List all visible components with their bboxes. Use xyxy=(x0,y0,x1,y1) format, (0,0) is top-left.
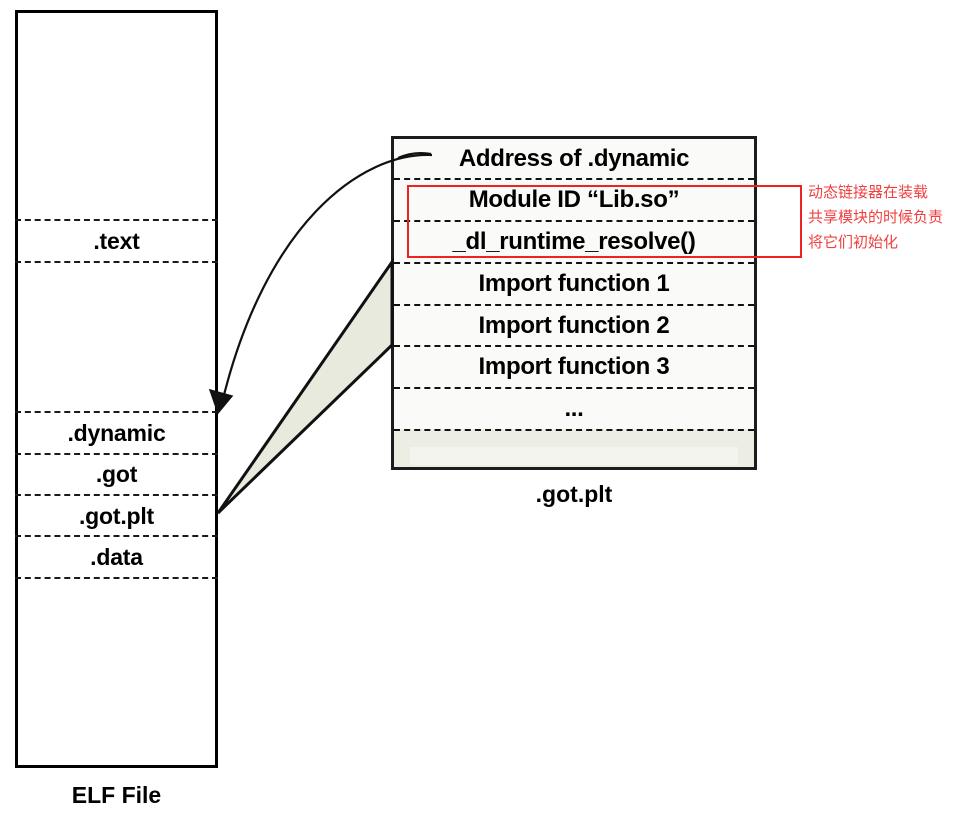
elf-section-data: .data xyxy=(90,544,143,570)
elf-file-box xyxy=(15,10,218,768)
got-entry-empty-tail xyxy=(394,429,754,467)
elf-separator-dynamic-bottom xyxy=(15,453,218,455)
got-entry-address-of-dynamic: Address of .dynamic xyxy=(458,144,690,172)
got-entry-import-function-1: Import function 1 xyxy=(394,262,754,304)
red-annotation-line-3: 将它们初始化 xyxy=(808,233,899,251)
elf-section-text: .text xyxy=(93,228,140,254)
elf-separator-dynamic-top xyxy=(15,411,218,413)
red-annotation-note: 动态链接器在装载 共享模块的时候负责 将它们初始化 xyxy=(808,180,968,255)
got-entry-module-id: Module ID “Lib.so” xyxy=(394,178,754,220)
red-annotation-line-1: 动态链接器在装载 xyxy=(808,183,929,201)
elf-separator-gotplt-bottom xyxy=(15,535,218,537)
got-entry-ellipsis: ... xyxy=(394,387,754,429)
got-plt-box: Address of .dynamic Module ID “Lib.so” _… xyxy=(391,136,757,470)
red-annotation-line-2: 共享模块的时候负责 xyxy=(808,208,944,226)
gotplt-to-table-wedge xyxy=(216,257,394,515)
got-entry-dl-runtime-resolve: _dl_runtime_resolve() xyxy=(394,220,754,262)
got-plt-caption: .got.plt xyxy=(535,481,613,507)
elf-section-gotplt: .got.plt xyxy=(78,503,155,529)
elf-separator-text-top xyxy=(15,219,218,221)
elf-file-caption: ELF File xyxy=(71,782,162,808)
elf-separator-got-bottom xyxy=(15,494,218,496)
got-entry-import-function-2: Import function 2 xyxy=(394,304,754,345)
got-entry-import-function-3: Import function 3 xyxy=(394,345,754,387)
elf-separator-data-bottom xyxy=(15,577,218,579)
elf-section-dynamic: .dynamic xyxy=(67,420,166,446)
red-highlight-rect xyxy=(407,185,802,258)
elf-section-got: .got xyxy=(95,461,138,487)
elf-separator-text-bottom xyxy=(15,261,218,263)
